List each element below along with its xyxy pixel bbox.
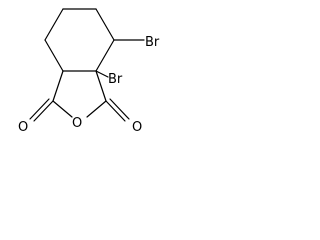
oxygen-label-right: O: [132, 120, 142, 135]
bond-c5-c6: [44, 39, 64, 72]
bromine-label-middle: Br: [108, 72, 123, 87]
oxygen-label-left: O: [18, 120, 28, 135]
double-bond-left-b: [29, 98, 50, 120]
bond-carbonyl-left-ring-oxygen: [52, 100, 73, 118]
oxygen-label-ring: O: [72, 116, 82, 131]
double-bond-right-a: [105, 100, 126, 122]
bond-c2-c3: [95, 8, 115, 41]
double-bond-left-a: [33, 100, 54, 122]
bond-ring-oxygen-carbonyl-right: [86, 100, 107, 118]
bond-c5-carbonyl-left: [52, 70, 64, 102]
bond-c6-c1: [44, 8, 64, 41]
bond-c4-carbonyl-right: [95, 70, 107, 102]
bond-c3-c4: [95, 39, 115, 72]
bond-c4-br: [95, 70, 109, 78]
bromine-label-top: Br: [145, 35, 160, 50]
double-bond-right-b: [109, 98, 130, 120]
molecule-structure-diagram: Br Br O O O: [18, 8, 160, 135]
